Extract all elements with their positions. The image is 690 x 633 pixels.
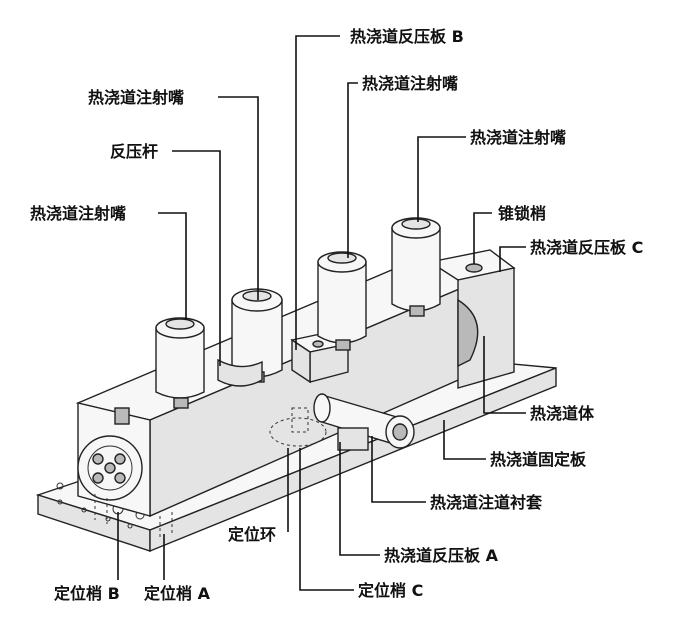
label-sprue-bushing: 热浇道注道衬套 xyxy=(430,493,543,512)
back-plate-b xyxy=(290,331,350,384)
label-back-plate-a: 热浇道反压板 A xyxy=(384,546,499,565)
nozzle-4-shape xyxy=(391,217,441,317)
label-back-plate-c: 热浇道反压板 C xyxy=(530,238,643,257)
label-nozzle-2: 热浇道注射嘴 xyxy=(362,74,458,93)
label-dowel-c: 定位梢 C xyxy=(357,581,423,600)
labels: 热浇道反压板 B 热浇道注射嘴 热浇道注射嘴 反压杆 热浇道注射嘴 热浇道注射嘴… xyxy=(30,27,643,603)
leader-lines xyxy=(117,35,526,591)
label-hot-runner-body: 热浇道体 xyxy=(530,404,595,423)
label-nozzle-1: 热浇道注射嘴 xyxy=(88,88,184,107)
label-dowel-a: 定位梢 A xyxy=(143,584,211,603)
label-back-plate-b: 热浇道反压板 B xyxy=(350,27,464,46)
back-pressure-rod xyxy=(217,358,263,387)
locating-ring xyxy=(269,407,327,447)
label-nozzle-3: 热浇道注射嘴 xyxy=(470,128,566,147)
label-dowel-b: 定位梢 B xyxy=(53,584,120,603)
label-fixing-plate: 热浇道固定板 xyxy=(490,450,587,469)
nozzle-2-shape xyxy=(231,288,283,383)
label-locating-ring: 定位环 xyxy=(227,525,276,544)
label-taper-lock-pin: 锥锁梢 xyxy=(498,204,546,223)
nozzle-1-shape xyxy=(155,317,205,409)
nozzle-3-shape xyxy=(317,251,367,351)
sprue-bushing xyxy=(313,393,415,451)
back-plate-c xyxy=(428,249,516,389)
label-nozzle-4: 热浇道注射嘴 xyxy=(30,204,126,223)
label-back-pressure-rod: 反压杆 xyxy=(110,142,158,161)
